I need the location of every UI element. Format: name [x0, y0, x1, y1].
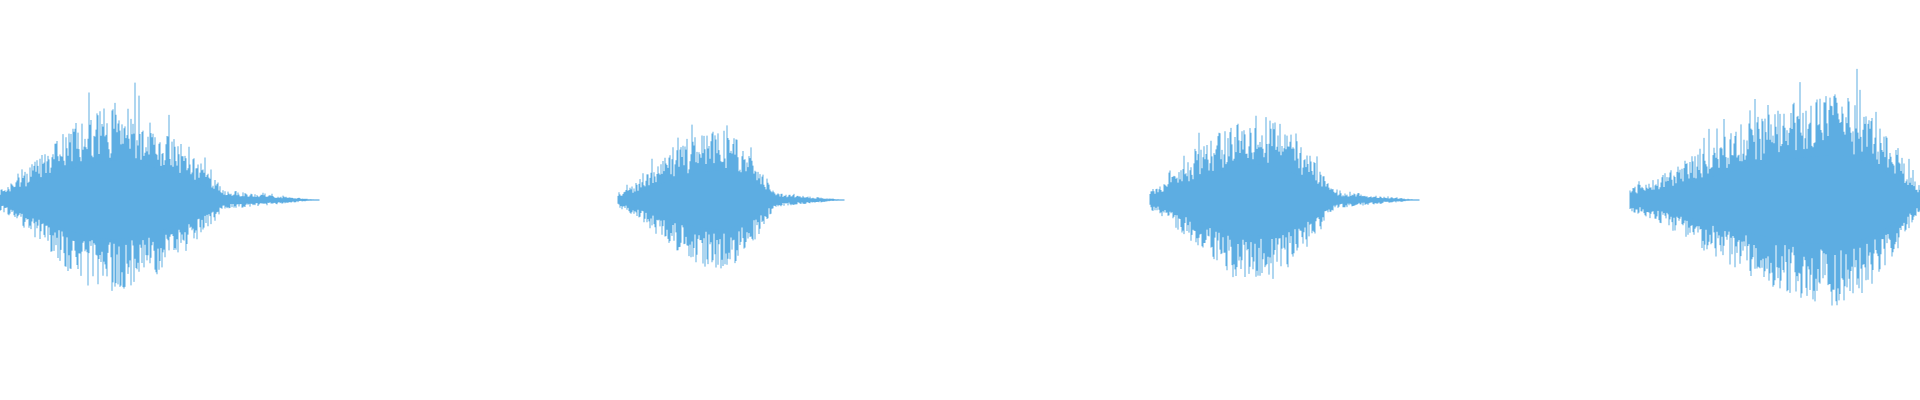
waveform-burst-core	[618, 170, 844, 230]
waveform-burst-2	[617, 124, 845, 269]
waveform-burst-core	[1630, 155, 1920, 245]
waveform-burst-3	[1149, 115, 1420, 279]
waveform-burst-1	[0, 82, 320, 291]
waveform-burst-4	[1629, 68, 1920, 306]
waveform-burst-core	[1150, 164, 1420, 236]
waveform-burst-core	[0, 160, 320, 240]
